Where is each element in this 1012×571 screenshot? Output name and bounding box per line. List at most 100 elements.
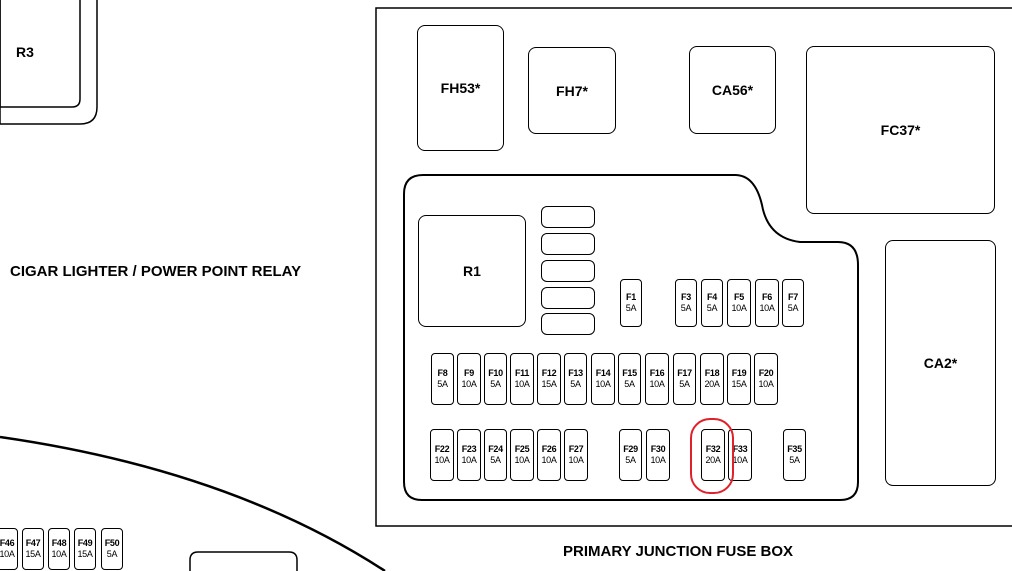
fuse-id: F48 <box>51 538 67 548</box>
fuse-amperage: 15A <box>541 379 557 389</box>
fuse-amperage: 5A <box>625 303 637 313</box>
fuse-amperage: 10A <box>731 303 747 313</box>
fuse-amperage: 20A <box>705 455 721 465</box>
empty-slot <box>541 313 595 335</box>
fuse-id: F15 <box>622 368 637 378</box>
empty-slot <box>541 287 595 309</box>
empty-slot <box>541 206 595 228</box>
empty-slot <box>541 260 595 282</box>
fuse-amperage: 5A <box>437 379 448 389</box>
fuse-id: F27 <box>568 444 584 454</box>
primary-junction-fuse-box-label: PRIMARY JUNCTION FUSE BOX <box>563 543 794 560</box>
relay-ca56: CA56* <box>689 46 776 134</box>
relay-r1-label: R1 <box>463 263 481 279</box>
fuse-id: F24 <box>488 444 503 454</box>
fuse-amperage: 10A <box>461 379 477 389</box>
relay-ca56-label: CA56* <box>711 82 754 98</box>
fuse-amperage: 5A <box>490 379 501 389</box>
fuse-amperage: 10A <box>514 455 530 465</box>
fuse-amperage: 10A <box>461 455 477 465</box>
fuse-id: F32 <box>705 444 721 454</box>
fuse-id: F29 <box>623 444 638 454</box>
fuse-amperage: 10A <box>51 549 67 559</box>
fuse-id: F33 <box>732 444 748 454</box>
fuse-id: F11 <box>514 368 530 378</box>
fuse-amperage: 10A <box>650 455 666 465</box>
fuse-amperage: 15A <box>25 549 41 559</box>
relay-fc37: FC37* <box>806 46 995 214</box>
fuse-id: F6 <box>762 292 772 302</box>
relay-ca2: CA2* <box>885 240 996 486</box>
fuse-amperage: 5A <box>680 303 692 313</box>
relay-r3-label: R3 <box>16 44 34 60</box>
fuse-id: F14 <box>595 368 611 378</box>
fuse-amperage: 5A <box>679 379 690 389</box>
relay-fh53: FH53* <box>417 25 504 151</box>
fuse-id: F30 <box>650 444 666 454</box>
relay-fh53-label: FH53* <box>440 80 481 96</box>
fuse-id: F35 <box>787 444 802 454</box>
fuse-id: F16 <box>649 368 665 378</box>
relay-ca2-label: CA2* <box>923 355 958 371</box>
fuse-amperage: 5A <box>570 379 581 389</box>
fuse-amperage: 5A <box>706 303 718 313</box>
fuse-amperage: 10A <box>649 379 665 389</box>
fuse-amperage: 5A <box>106 549 118 559</box>
relay-fc37-label: FC37* <box>880 122 921 138</box>
fuse-id: F23 <box>461 444 477 454</box>
fuse-id: F13 <box>568 368 583 378</box>
fuse-id: F49 <box>77 538 93 548</box>
fuse-id: F5 <box>734 292 744 302</box>
fuse-amperage: 5A <box>624 379 635 389</box>
fuse-id: F7 <box>788 292 798 302</box>
fuse-amperage: 15A <box>77 549 93 559</box>
fuse-amperage: 5A <box>625 455 636 465</box>
fuse-amperage: 10A <box>0 549 15 559</box>
cigar-lighter-relay-label: CIGAR LIGHTER / POWER POINT RELAY <box>10 263 302 280</box>
fuse-amperage: 10A <box>595 379 611 389</box>
fuse-id: F12 <box>541 368 557 378</box>
relay-fh7-label: FH7* <box>556 82 588 99</box>
fuse-amperage: 10A <box>758 379 774 389</box>
fuse-id: F1 <box>626 292 636 302</box>
fuse-f32-highlight-circle <box>690 418 734 494</box>
fuse-id: F20 <box>758 368 774 378</box>
fuse-id: F47 <box>25 538 41 548</box>
fuse-id: F18 <box>704 368 720 378</box>
fuse-amperage: 10A <box>514 379 530 389</box>
fuse-amperage: 20A <box>704 379 720 389</box>
fuse-amperage: 10A <box>568 455 584 465</box>
fuse-id: F25 <box>514 444 530 454</box>
fuse-id: F46 <box>0 538 15 548</box>
relay-r1: R1 <box>418 215 526 327</box>
fuse-amperage: 15A <box>731 379 747 389</box>
fuse-amperage: 10A <box>759 303 775 313</box>
fuse-id: F4 <box>707 292 717 302</box>
